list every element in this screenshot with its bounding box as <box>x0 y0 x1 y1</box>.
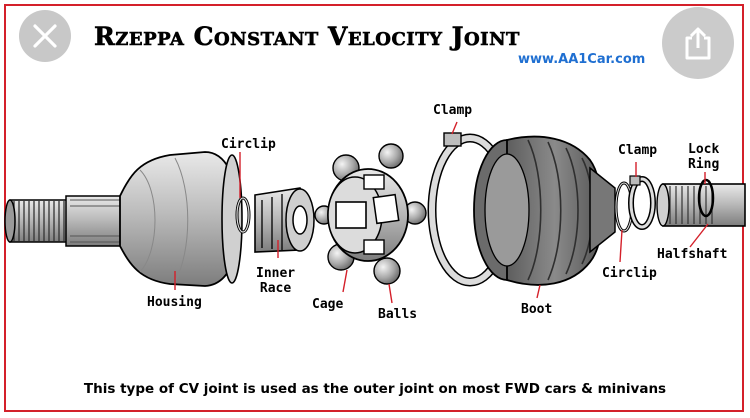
label-lock-ring-line2: Ring <box>688 157 720 172</box>
label-inner-race-line1: Inner <box>256 266 296 281</box>
label-inner-race-line2: Race <box>259 281 292 296</box>
label-inner-race: Inner Race <box>256 266 295 296</box>
label-boot: Boot <box>521 302 553 317</box>
caption-text: This type of CV joint is used as the out… <box>83 381 667 397</box>
label-clamp-right: Clamp <box>618 143 658 158</box>
housing-bell <box>119 151 243 287</box>
close-button[interactable] <box>19 10 71 62</box>
halfshaft-part <box>656 178 746 227</box>
ball-set <box>314 143 427 285</box>
housing-shaft <box>4 195 133 247</box>
label-balls: Balls <box>378 307 418 322</box>
cage-part <box>327 168 409 262</box>
label-lock-ring: Lock Ring <box>688 142 719 172</box>
label-circlip-left: Circlip <box>221 137 276 152</box>
boot-part <box>473 135 616 286</box>
page-title: Rzeppa Constant Velocity Joint <box>94 22 520 52</box>
label-housing: Housing <box>147 295 202 310</box>
website-url: www.AA1Car.com <box>518 52 646 67</box>
label-clamp-top: Clamp <box>433 103 473 118</box>
label-halfshaft: Halfshaft <box>657 247 728 262</box>
clamp-small-part <box>628 175 656 230</box>
inner-race-part <box>254 187 315 253</box>
label-circlip-right: Circlip <box>602 266 657 281</box>
label-lock-ring-line1: Lock <box>688 142 720 157</box>
share-icon <box>685 27 711 60</box>
circlip-left-part <box>235 196 251 234</box>
leader-lines <box>174 121 709 304</box>
close-icon <box>33 24 57 48</box>
label-cage: Cage <box>312 297 344 312</box>
share-button[interactable] <box>662 7 734 79</box>
